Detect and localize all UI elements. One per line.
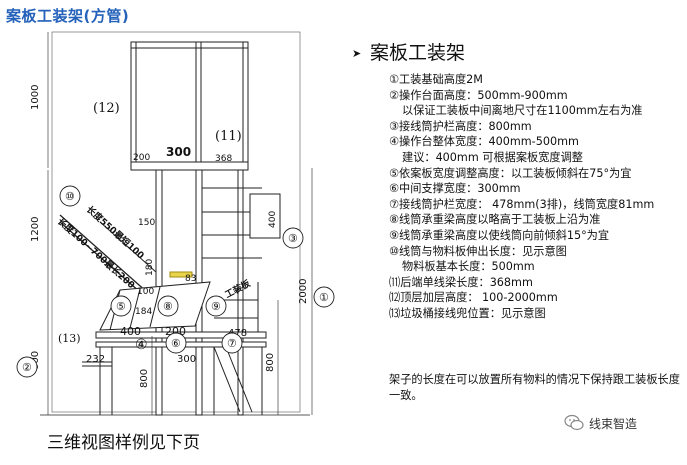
- caption: 三维视图样例见下页: [47, 433, 200, 453]
- lower-arm-label: 长度100~700最长200: [55, 215, 137, 291]
- marker-9: ⑨: [211, 300, 221, 313]
- dim-232: 232: [86, 354, 105, 365]
- dim-400-side: 400: [268, 211, 278, 228]
- spec-item: 物料板基本长度：500mm: [402, 260, 535, 274]
- dim-2000: 2000: [298, 279, 309, 304]
- outline-rect: [51, 31, 301, 413]
- dim-478: 478: [228, 328, 247, 339]
- spec-item: ⑤依案板宽度调整高度：以工装板倾斜在75°为宜: [389, 166, 632, 180]
- brand-watermark: 线束智造: [564, 414, 637, 432]
- spec-item: ①工装基础高度2M: [389, 73, 483, 86]
- dim-184: 184: [135, 307, 152, 317]
- marker-6: ⑥: [171, 337, 181, 350]
- spec-item: 建议：400mm 可根据案板宽度调整: [402, 150, 583, 164]
- marker-7: ⑦: [227, 337, 237, 350]
- side-panel: [249, 193, 281, 239]
- marker-4: ④: [135, 337, 148, 353]
- marker-13: (13): [58, 332, 81, 345]
- dim-368: 368: [215, 154, 232, 164]
- spec-item: ④操作台整体宽度：400mm-500mm: [389, 135, 579, 149]
- spec-item: ②操作台面高度：500mm-900mm: [389, 88, 568, 102]
- marker-5: ⑤: [116, 300, 126, 313]
- spec-item: ⑾后端单线梁长度：368mm: [389, 275, 533, 289]
- marker-11: (11): [215, 129, 242, 144]
- marker-1: ①: [319, 291, 329, 304]
- spec-item: ⑨线筒承重梁高度以使线筒向前倾斜15°为宜: [389, 228, 610, 242]
- dim-300-top: 300: [166, 145, 191, 159]
- marker-2: ②: [22, 361, 32, 374]
- wechat-icon: [564, 414, 584, 431]
- dim-1000: 1000: [30, 85, 41, 110]
- spec-heading: 案板工装架: [370, 42, 466, 64]
- workbench-frame-drawing: 1000 1200 800 2000 800 800 300 200 368 1…: [16, 31, 335, 416]
- dim-800-mid: 800: [139, 369, 150, 388]
- spec-item: ⑥中间支撑宽度：300mm: [389, 182, 521, 196]
- spec-item: ⑿顶层加层高度： 100-2000mm: [389, 291, 558, 305]
- marker-10: ⑩: [65, 190, 75, 203]
- spec-item: ③接线筒护栏高度：800mm: [389, 119, 532, 133]
- marker-3: ③: [288, 232, 298, 245]
- dim-800-right: 800: [265, 353, 276, 372]
- spec-item: ⒀垃圾桶接线兜位置：见示意图: [389, 306, 546, 320]
- dim-400-bottom: 400: [120, 325, 141, 338]
- dim-800-left: 800: [30, 351, 41, 370]
- page-title: 案板工装架(方管): [6, 7, 130, 25]
- spec-item: ⑧线筒承重梁高度以略高于工装板上沿为准: [389, 213, 601, 227]
- spec-item: ⑦接线筒护栏宽度： 478mm(3排)，线筒宽度81mm: [389, 197, 655, 211]
- heading-arrow-icon: ➤: [352, 47, 362, 60]
- spec-item: 以保证工装板中间离地尺寸在1100mm左右为准: [402, 104, 643, 118]
- dim-150: 150: [138, 218, 155, 228]
- dim-200: 200: [133, 153, 150, 163]
- dim-83: 83: [185, 274, 196, 284]
- brand-name: 线束智造: [589, 416, 638, 431]
- dim-1200: 1200: [30, 217, 41, 242]
- spec-item: ⑩线筒与物料板伸出长度：见示意图: [389, 244, 567, 258]
- spec-footnote: 架子的长度在可以放置所有物料的情况下保持跟工装板长度一致。: [389, 373, 680, 402]
- dim-300-bottom: 300: [177, 354, 196, 365]
- dim-180: 180: [145, 259, 155, 276]
- spec-list: ①工装基础高度2M ②操作台面高度：500mm-900mm 以保证工装板中间离地…: [389, 72, 685, 322]
- marker-12: (12): [93, 101, 120, 116]
- marker-8: ⑧: [163, 300, 173, 313]
- dim-100: 100: [137, 287, 154, 297]
